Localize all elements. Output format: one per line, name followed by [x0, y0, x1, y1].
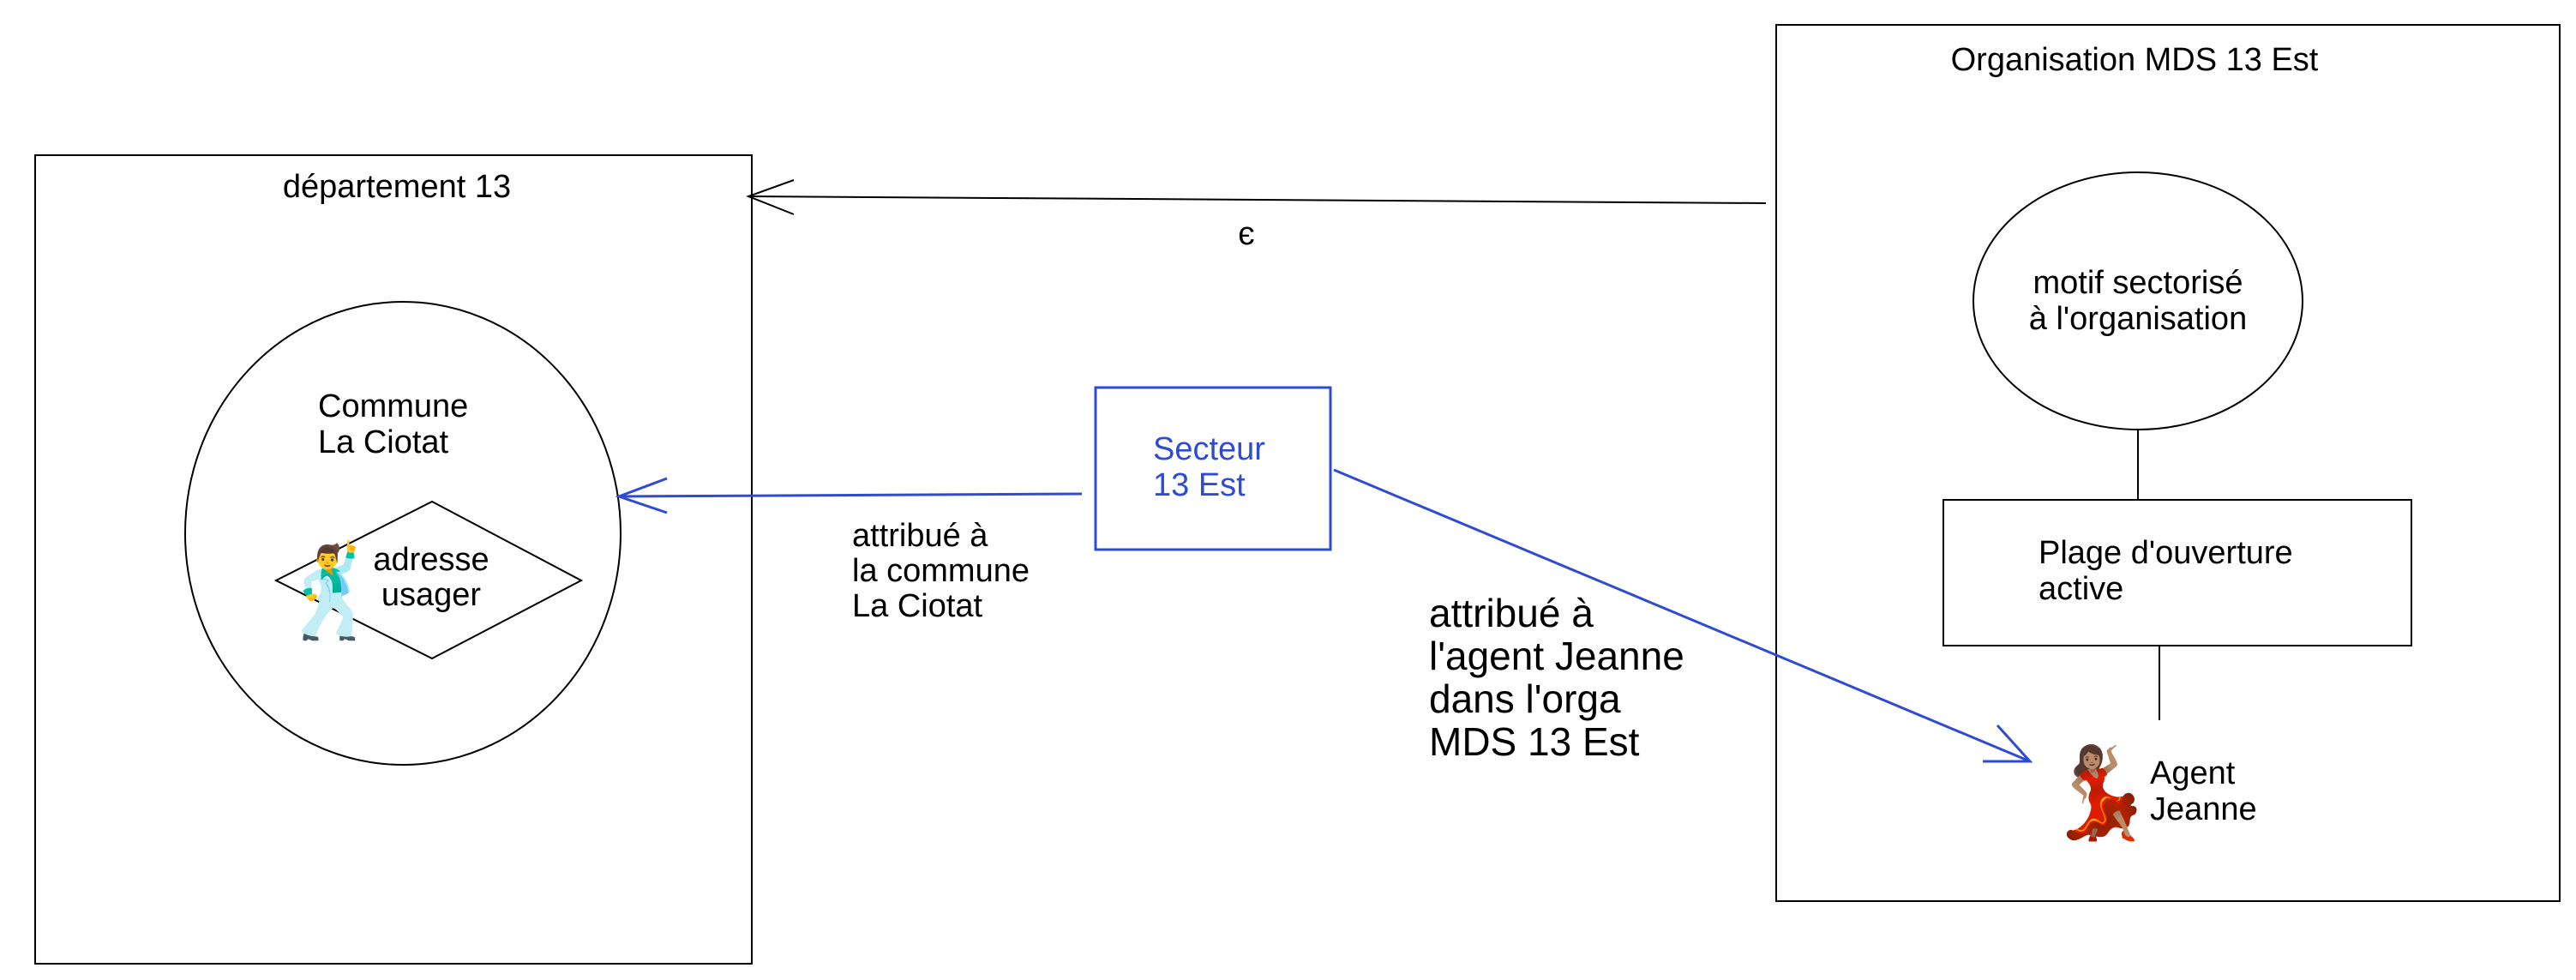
person-icon: 🕺 [276, 538, 387, 642]
membership-label: є [1238, 216, 1254, 252]
edge-agent-label-line4: MDS 13 Est [1429, 719, 1640, 764]
motif-label-line2: à l'organisation [2029, 301, 2247, 337]
edge-commune-label-line1: attribué à [852, 518, 988, 554]
commune-circle [184, 301, 621, 766]
organisation-title: Organisation MDS 13 Est [1951, 42, 2319, 78]
membership-arrowhead [746, 179, 795, 215]
edge-agent-label-line1: attribué à [1429, 591, 1594, 635]
edge-agent-label-line3: dans l'orga [1429, 676, 1621, 721]
secteur-agent-arrow [1333, 468, 2031, 763]
departement-box [34, 154, 753, 965]
secteur-commune-arrow [618, 492, 1083, 498]
dancer-icon: 💃🏽 [2045, 742, 2156, 845]
secteur-label-line2: 13 Est [1153, 467, 1246, 503]
edge-agent-label-line2: l'agent Jeanne [1429, 634, 1684, 678]
secteur-agent-arrowhead [1983, 724, 2033, 763]
commune-label-line1: Commune [318, 388, 468, 424]
edge-commune-label-line2: la commune [852, 553, 1030, 589]
secteur-label-line1: Secteur [1153, 431, 1265, 467]
agent-label-line1: Agent [2150, 755, 2236, 791]
commune-label-line2: La Ciotat [318, 424, 449, 460]
secteur-commune-arrowhead [615, 477, 668, 514]
adresse-diamond [273, 500, 584, 660]
organisation-box [1775, 24, 2561, 902]
membership-arrow [748, 195, 1767, 204]
adresse-label-line1: adresse [373, 542, 489, 578]
secteur-box [1094, 386, 1332, 551]
motif-label-line1: motif sectorisé [2033, 265, 2243, 301]
adresse-label-line2: usager [381, 577, 482, 613]
plage-box [1943, 499, 2412, 646]
departement-title: département 13 [283, 169, 511, 205]
agent-label-line2: Jeanne [2150, 791, 2257, 827]
edge-commune-label-line3: La Ciotat [852, 588, 983, 624]
plage-label-line1: Plage d'ouverture [2039, 535, 2293, 571]
plage-label-line2: active [2039, 571, 2123, 607]
